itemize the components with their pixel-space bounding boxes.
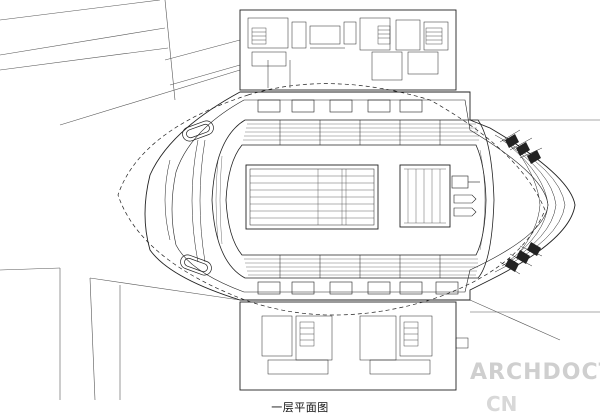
west-capsule-north [182, 120, 214, 142]
stadium-inner-shell [171, 99, 549, 293]
south-building-rooms [261, 315, 469, 375]
concourse-lines [164, 139, 206, 263]
seating-bowl-inner [225, 144, 487, 256]
diving-pool-lanes [404, 168, 446, 224]
south-building-stairs [299, 321, 419, 347]
stadium-outer-shell [144, 91, 576, 301]
north-building-stairs [251, 25, 443, 45]
dashed-site-boundary [117, 83, 546, 316]
drawing-caption: 一层平面图 [271, 401, 329, 414]
diving-pool [399, 164, 451, 228]
pool-lanes [250, 169, 374, 225]
south-building [239, 301, 457, 391]
north-building-rooms [247, 17, 449, 88]
seating-rows [215, 123, 486, 276]
seating-aisles [279, 120, 441, 278]
west-capsule-south [180, 254, 212, 276]
south-entrance-row [257, 281, 459, 295]
watermark-text: ARCHDOCT [470, 360, 600, 385]
site-context [0, 0, 600, 401]
competition-pool [245, 164, 379, 230]
diving-boards [451, 175, 480, 217]
seating-bowl-outer [211, 119, 495, 279]
watermark-text-2: CN [486, 392, 518, 416]
north-entrance-row [257, 99, 423, 113]
east-fan-seating [494, 129, 566, 275]
north-building [239, 9, 457, 91]
east-fan-blocks [505, 134, 541, 272]
